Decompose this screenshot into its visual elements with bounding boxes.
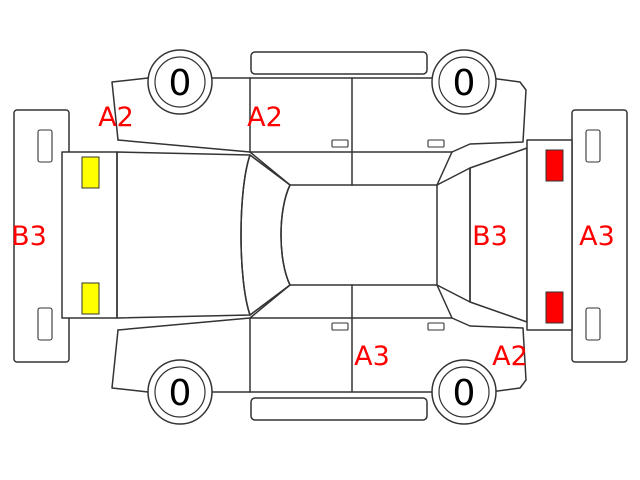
tire-rear-left-value: 0: [453, 63, 476, 104]
tire-front-left-value: 0: [169, 63, 192, 104]
tire-rear-right: 0: [431, 359, 497, 425]
rear-bumper: [571, 109, 628, 363]
left-side-skirt: [250, 51, 428, 75]
code-rear-right-quarter: A2: [492, 341, 528, 372]
code-rear-right-door: A3: [354, 341, 390, 372]
rear-right-lamp: [545, 291, 564, 324]
rear-left-lamp: [545, 149, 564, 182]
tire-rear-left: 0: [431, 49, 497, 115]
code-rear-window-area: B3: [472, 221, 508, 252]
front-left-lamp: [81, 156, 100, 189]
code-roof-pillar-front-left: A2: [247, 102, 283, 133]
code-front-left-fender: A2: [98, 102, 134, 133]
code-rear-bumper: A3: [579, 221, 615, 252]
top-view-body: [61, 139, 573, 331]
code-front-bumper: B3: [11, 221, 47, 252]
right-side-skirt: [250, 397, 428, 421]
tire-front-right-value: 0: [169, 373, 192, 414]
tire-front-right: 0: [147, 359, 213, 425]
right-side-profile: [111, 284, 527, 393]
tire-rear-right-value: 0: [453, 373, 476, 414]
front-right-lamp: [81, 282, 100, 315]
left-side-profile: [111, 77, 527, 186]
tire-front-left: 0: [147, 49, 213, 115]
